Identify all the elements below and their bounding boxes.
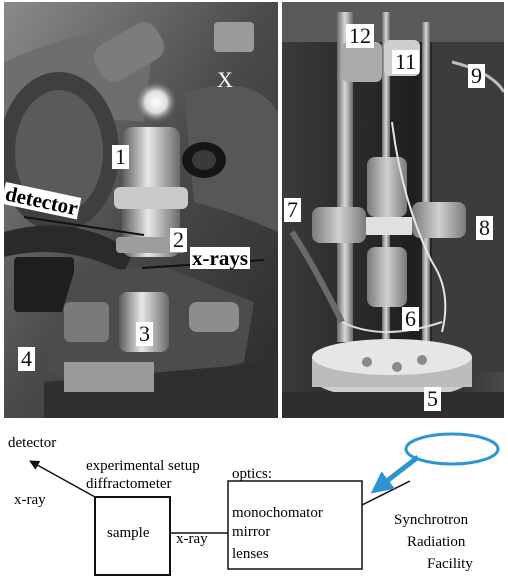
photo-sample-cell: 12 11 9 7 8 6 5 (282, 2, 504, 418)
photo-label-9: 9 (468, 64, 485, 88)
photo-label-11: 11 (392, 50, 420, 74)
diagram-sample-label: sample (107, 525, 150, 541)
schematic-diagram (29, 432, 500, 576)
photo-label-3: 3 (136, 322, 153, 346)
diagram-optics-item: monochomator (232, 505, 323, 521)
detector-arrow (29, 460, 96, 498)
diagram-xray-mid-label: x-ray (176, 531, 208, 547)
diagram-optics-title: optics: (232, 466, 272, 482)
sample-box (94, 496, 171, 576)
diagram-setup-label-2: diffractometer (86, 476, 172, 492)
diagram-source-label-3: Facility (427, 556, 473, 572)
diagram-source-label-2: Radiation (407, 534, 466, 550)
optics-box (227, 480, 363, 570)
photo-label-5: 5 (424, 387, 441, 411)
photo-label-1: 1 (112, 145, 129, 169)
photo-label-2: 2 (170, 228, 187, 252)
diagram-xray-left-label: x-ray (14, 492, 46, 508)
synchrotron-beam-arrow (370, 455, 420, 494)
photo-label-8: 8 (476, 216, 493, 240)
synchrotron-ring (404, 432, 500, 466)
photo-label-x: X (217, 67, 233, 92)
diagram-source-label-1: Synchrotron (394, 512, 469, 528)
photo-label-7: 7 (284, 198, 301, 222)
photo-label-4: 4 (18, 347, 35, 371)
diagram-detector-label: detector (8, 435, 57, 451)
photo-label-6: 6 (402, 307, 419, 331)
photo-label-xrays: x-rays (190, 246, 250, 270)
photo-diffractometer: X 1 detector 2 x-rays 3 4 (4, 2, 278, 418)
diagram-optics-item: lenses (232, 546, 269, 562)
diagram-setup-label-1: experimental setup (86, 458, 200, 474)
photo-label-12: 12 (346, 24, 374, 48)
diagram-optics-item: mirror (232, 524, 271, 540)
